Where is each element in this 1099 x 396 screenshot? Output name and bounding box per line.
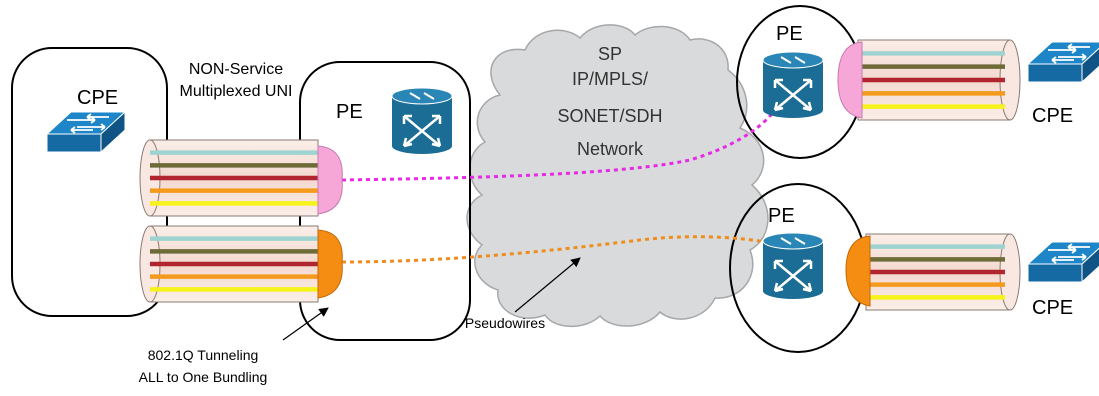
layer2-switch-icon <box>1026 41 1099 84</box>
router-icon <box>391 87 453 154</box>
vlan-bundles <box>139 39 1021 311</box>
pseudowires-arrow <box>514 257 581 313</box>
pe-top-right-label: PE <box>776 23 803 45</box>
tunneling-label-line1: 802.1Q Tunneling <box>148 347 259 363</box>
layer2-switch-icon <box>1026 241 1099 284</box>
layer2-switch-icon <box>45 110 127 154</box>
uni-label-line1: NON-Service <box>189 61 283 78</box>
vlan-bundle <box>865 233 1021 311</box>
cloud-label-line2: IP/MPLS/ <box>572 69 648 89</box>
connector-top-right-pink <box>837 41 863 119</box>
uni-label-line2: Multiplexed UNI <box>180 83 293 100</box>
vlan-bundle <box>139 139 319 217</box>
tunneling-label-line2: ALL to One Bundling <box>139 369 268 385</box>
connector-left-pink <box>317 145 343 215</box>
connector-bottom-right-orange <box>845 235 871 307</box>
pe-left-label: PE <box>336 101 363 123</box>
cloud-label-line4: Network <box>577 139 644 159</box>
cpe-top-right-label: CPE <box>1032 105 1073 127</box>
router-icon <box>762 232 824 299</box>
vlan-bundle <box>857 39 1021 121</box>
vlan-bundle <box>139 225 319 303</box>
router-icon <box>762 51 824 118</box>
tunneling-arrow <box>282 307 329 341</box>
pseudowire-orange <box>341 235 791 264</box>
pe-bottom-right-label: PE <box>768 205 795 227</box>
pseudowire-pink <box>341 109 777 182</box>
cpe-left-label: CPE <box>77 87 118 109</box>
connector-left-orange <box>317 229 343 299</box>
cloud-label-line1: SP <box>598 44 622 64</box>
pseudowires-label: Pseudowires <box>465 315 545 331</box>
cpe-bottom-right-label: CPE <box>1032 297 1073 319</box>
cloud-label-line3: SONET/SDH <box>557 106 662 126</box>
